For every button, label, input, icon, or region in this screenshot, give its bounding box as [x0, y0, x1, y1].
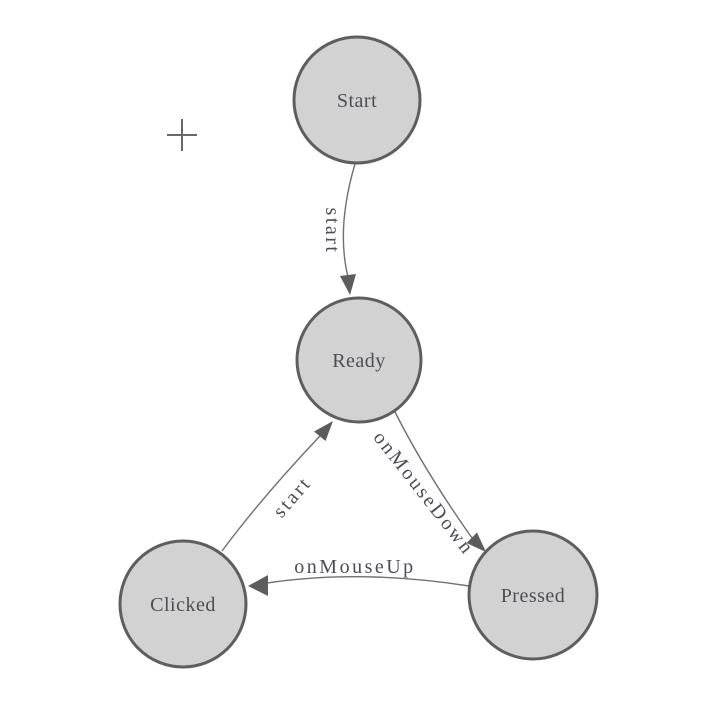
edge-arrowhead-icon — [314, 421, 333, 441]
node-clicked-label: Clicked — [150, 594, 216, 616]
edge-label-start-top: start — [321, 208, 343, 255]
edge-start-to-ready[interactable]: start — [321, 163, 356, 295]
edge-label-onmouseup: onMouseUp — [294, 556, 415, 578]
node-start[interactable]: Start — [292, 35, 422, 165]
node-pressed-circle — [467, 529, 599, 661]
crosshair-plus-icon — [167, 119, 197, 151]
edge-pressed-to-clicked[interactable]: onMouseUp — [248, 556, 470, 596]
edge-line-clicked-to-ready — [221, 435, 321, 552]
edge-arrowhead-icon — [466, 532, 486, 552]
edge-line-ready-to-pressed — [393, 409, 473, 539]
node-clicked-circle — [118, 539, 248, 669]
node-clicked[interactable]: Clicked — [118, 539, 248, 669]
node-start-label: Start — [337, 90, 377, 112]
edge-arrowhead-icon — [340, 274, 356, 295]
node-ready-label: Ready — [332, 350, 386, 372]
node-pressed-label: Pressed — [501, 585, 566, 607]
edge-arrowhead-icon — [248, 575, 268, 596]
node-ready[interactable]: Ready — [295, 296, 423, 424]
node-start-circle — [292, 35, 422, 165]
edge-line-start-to-ready — [342, 163, 356, 278]
node-ready-circle — [295, 296, 423, 424]
node-pressed[interactable]: Pressed — [467, 529, 599, 661]
edge-line-pressed-to-clicked — [266, 575, 470, 587]
